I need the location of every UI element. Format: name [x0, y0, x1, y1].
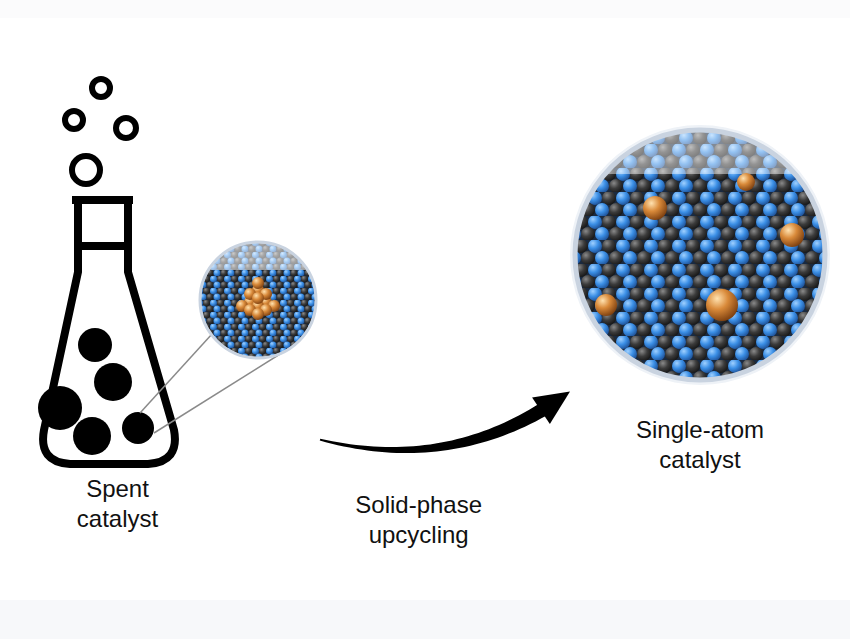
copper-cluster — [236, 277, 280, 320]
single-atom-view — [570, 125, 830, 385]
bubbles — [65, 79, 136, 184]
arrow-head — [532, 391, 570, 424]
node-label: Spent catalyst — [60, 474, 175, 534]
node-label: Single-atom catalyst — [615, 415, 785, 475]
single-atoms — [595, 173, 804, 321]
curved-arrow — [320, 391, 570, 453]
atom-circle-node: Single-atom catalyst — [570, 125, 830, 485]
catalyst-particles — [38, 328, 154, 455]
arrow-shaft — [320, 404, 546, 453]
ground-strip — [0, 600, 850, 639]
zoom-nanoparticle — [198, 240, 318, 360]
ground-strip — [0, 0, 850, 18]
flask-node: Spent catalyst — [20, 70, 320, 550]
edge-label: Solid-phase upcycling — [344, 490, 494, 550]
